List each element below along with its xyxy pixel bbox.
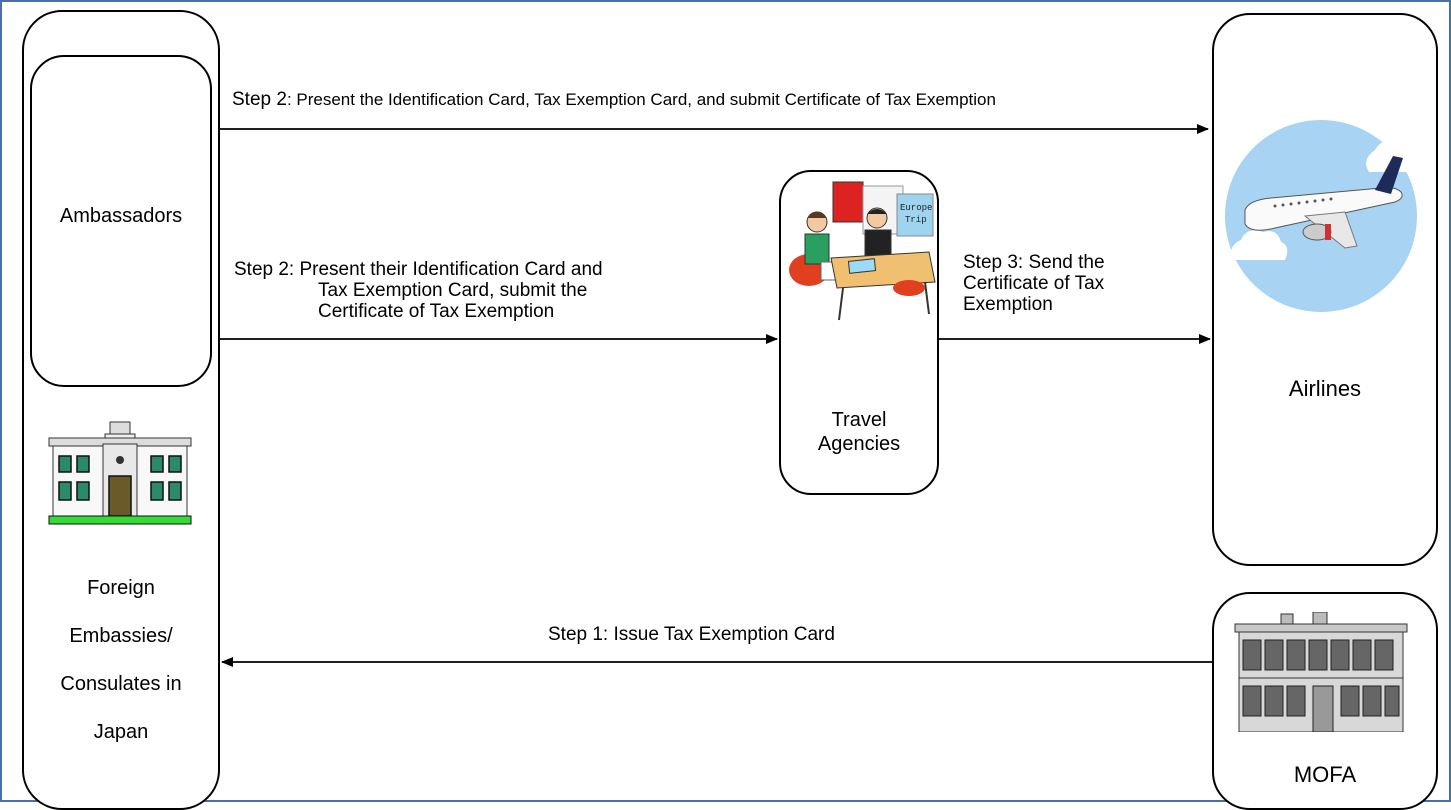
step1-label: Step 1: Issue Tax Exemption Card <box>548 624 835 645</box>
step2-top-rest: : Present the Identification Card, Tax E… <box>286 90 996 109</box>
poster-text: Europe <box>900 203 932 213</box>
ambassadors-box <box>30 55 212 387</box>
travel-agency-illustration-icon: Europe Trip <box>789 181 936 321</box>
travel-agencies-label-line: Agencies <box>817 433 901 455</box>
step3-line: Exemption <box>963 294 1053 315</box>
step2-middle-line: Tax Exemption Card, submit the <box>318 280 588 301</box>
mofa-label: MOFA <box>1293 762 1357 787</box>
mofa-building-icon <box>1234 612 1408 732</box>
ambassadors-label: Ambassadors <box>59 205 183 227</box>
step2-top-label: Step 2: Present the Identification Card,… <box>232 89 996 110</box>
step3-line: Step 3: Send the <box>963 252 1105 273</box>
embassies-label-line: Embassies/ <box>69 625 173 647</box>
step2-top-prefix: Step 2 <box>232 89 287 110</box>
travel-agencies-label: Travel Agencies <box>779 408 939 456</box>
step2-middle-line: Step 2: Present their Identification Car… <box>234 259 603 280</box>
step2-middle-label: Step 2: Present their Identification Car… <box>234 259 603 322</box>
embassies-label-line: Foreign <box>87 577 155 599</box>
poster-text: Trip <box>905 215 927 225</box>
embassy-building-icon <box>48 421 192 525</box>
embassies-label-line: Consulates in <box>60 673 182 695</box>
step3-line: Certificate of Tax <box>963 273 1105 294</box>
step2-middle-line: Certificate of Tax Exemption <box>318 301 555 322</box>
embassies-label-line: Japan <box>93 721 149 743</box>
embassies-label: Foreign Embassies/ Consulates in Japan <box>22 564 220 756</box>
airlines-label: Airlines <box>1288 376 1362 401</box>
travel-agencies-label-line: Travel <box>831 409 887 431</box>
airplane-icon <box>1225 120 1417 312</box>
step3-label: Step 3: Send the Certificate of Tax Exem… <box>963 252 1105 315</box>
